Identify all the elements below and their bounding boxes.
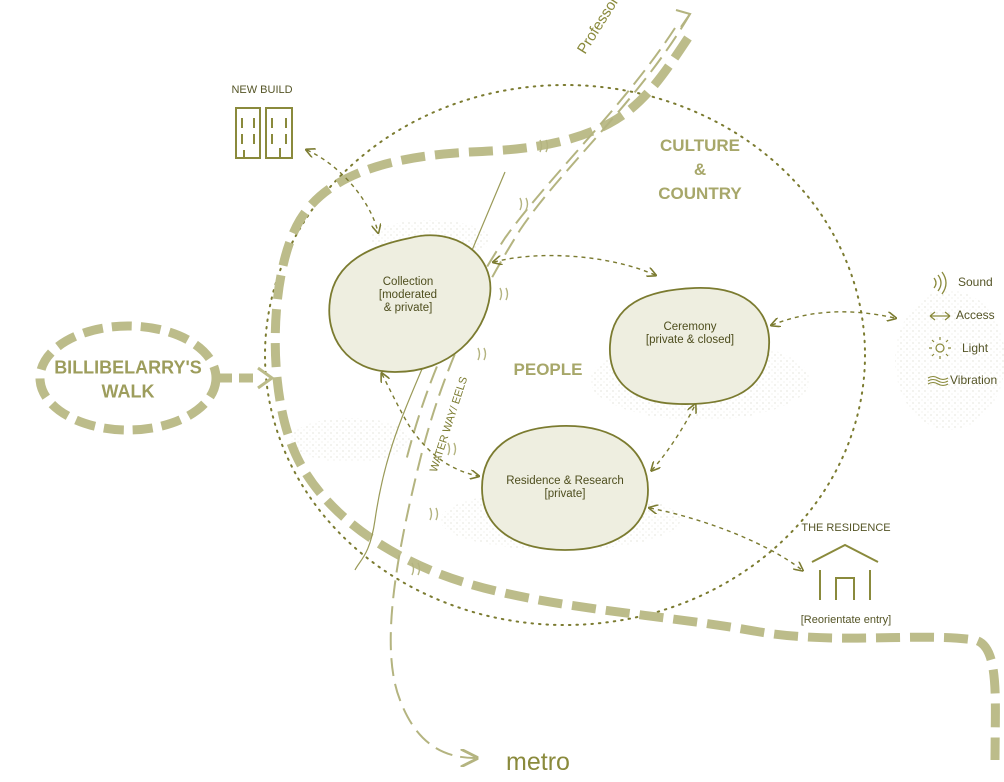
waterway-line [354, 171, 506, 571]
residence-research-node [481, 425, 649, 551]
relationship-arrows [307, 150, 895, 570]
ceremony-label: Ceremony [private & closed] [645, 320, 735, 346]
sound-icon [933, 271, 947, 295]
legend-vibration: Vibration [950, 373, 998, 387]
residence-house-icon [811, 543, 879, 600]
ampersand-label: & [693, 160, 707, 180]
country-label: COUNTRY [658, 184, 742, 204]
legend-sound: Sound [958, 275, 993, 289]
new-build-icon [235, 107, 293, 159]
billibelarry-walk-arrowhead [257, 366, 275, 390]
billibelarry-walk-loop [35, 321, 221, 435]
billibelarry-label-line1: BILLIBELARRY'S [54, 357, 202, 378]
collection-node [328, 234, 492, 373]
legend-access: Access [956, 308, 995, 322]
the-residence-label: THE RESIDENCE [801, 522, 891, 534]
professors-walk-path-2 [404, 27, 676, 466]
site-boundary-circle [264, 84, 866, 626]
new-build-label: NEW BUILD [231, 84, 293, 96]
billibelarry-walk-path [270, 35, 1000, 761]
collection-label: Collection [moderated & private] [378, 276, 438, 315]
reorientate-entry-label: [Reorientate entry] [800, 614, 892, 626]
vibration-icon [927, 375, 949, 387]
light-icon [929, 337, 951, 359]
eel-marks [411, 139, 549, 576]
access-icon [929, 311, 951, 321]
legend-light: Light [962, 341, 989, 355]
people-label: PEOPLE [513, 360, 583, 380]
metro-label: metro [506, 748, 570, 776]
professors-walk-top-arrow [675, 9, 692, 28]
professors-walk-path [389, 13, 691, 758]
residence-research-label: Residence & Research [private] [506, 474, 624, 500]
billibelarry-label-line2: WALK [101, 381, 155, 402]
culture-label: CULTURE [660, 136, 740, 156]
